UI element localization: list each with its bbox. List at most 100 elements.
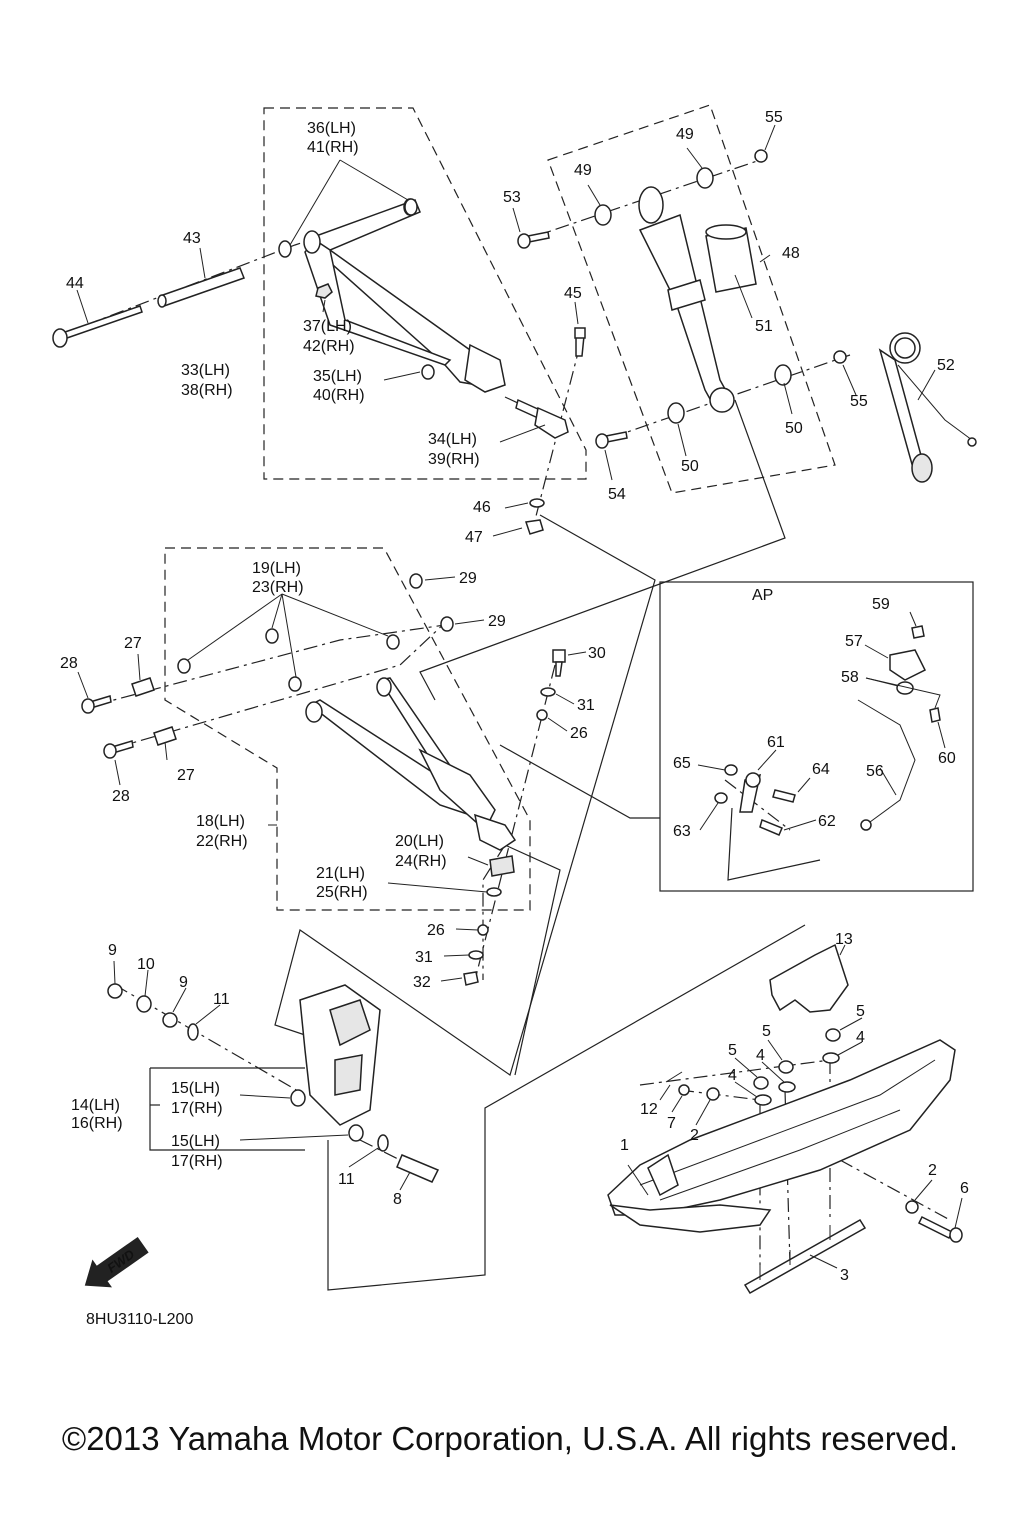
bushing-50-b bbox=[774, 364, 792, 386]
bushing-23-b bbox=[386, 634, 400, 650]
callout-16: 16(RH) bbox=[71, 1115, 123, 1132]
callout-46: 46 bbox=[473, 499, 491, 516]
washer-11-a bbox=[187, 1023, 199, 1041]
collar-7 bbox=[678, 1084, 690, 1096]
bolt-6 bbox=[917, 1215, 963, 1243]
callout-62: 62 bbox=[818, 813, 836, 830]
callout-42: 42(RH) bbox=[303, 338, 355, 355]
callout-5a: 5 bbox=[728, 1042, 737, 1059]
nut-47 bbox=[525, 519, 544, 535]
callout-65: 65 bbox=[673, 755, 691, 772]
callout-35: 35(LH) bbox=[313, 368, 362, 385]
bolt-30 bbox=[552, 649, 566, 677]
callout-49b: 49 bbox=[676, 126, 694, 143]
callout-48: 48 bbox=[782, 245, 800, 262]
callout-50b: 50 bbox=[785, 420, 803, 437]
callout-57: 57 bbox=[845, 633, 863, 650]
callout-26a: 26 bbox=[570, 725, 588, 742]
ap-link-61 bbox=[739, 772, 762, 813]
shaft-43 bbox=[157, 267, 245, 308]
collar-10 bbox=[136, 995, 152, 1013]
callout-18: 18(LH) bbox=[196, 813, 245, 830]
washer-21 bbox=[486, 887, 502, 897]
callout-10: 10 bbox=[137, 956, 155, 973]
bushing-29-a bbox=[409, 573, 423, 589]
callout-9a: 9 bbox=[108, 942, 117, 959]
callout-27a: 27 bbox=[124, 635, 142, 652]
callout-30: 30 bbox=[588, 645, 606, 662]
callout-4b: 4 bbox=[756, 1047, 765, 1064]
nut-5-b bbox=[778, 1060, 794, 1074]
callout-31a: 31 bbox=[577, 697, 595, 714]
bolt-28-a bbox=[81, 695, 112, 714]
callout-56: 56 bbox=[866, 763, 884, 780]
washer-4-b bbox=[778, 1081, 796, 1093]
shock-absorber bbox=[638, 186, 735, 413]
callout-17b: 17(RH) bbox=[171, 1153, 223, 1170]
bushing-9-b bbox=[162, 1012, 178, 1028]
callout-3: 3 bbox=[840, 1267, 849, 1284]
collar-2-b bbox=[905, 1200, 919, 1214]
callout-63: 63 bbox=[673, 823, 691, 840]
washer-46 bbox=[529, 498, 545, 508]
callout-28b: 28 bbox=[112, 788, 130, 805]
callout-45: 45 bbox=[564, 285, 582, 302]
lower-arm-group-box bbox=[164, 547, 531, 911]
bushing-20 bbox=[489, 855, 515, 877]
callout-11b: 11 bbox=[338, 1171, 355, 1188]
callout-31b: 31 bbox=[415, 949, 433, 966]
upper-a-arm bbox=[303, 198, 506, 393]
bushing-15-b bbox=[348, 1124, 364, 1142]
bumper-13 bbox=[769, 943, 849, 1013]
bushing-49-a bbox=[594, 204, 612, 226]
diagram-code: 8HU3110-L200 bbox=[86, 1311, 193, 1328]
ski-assembly-1 bbox=[607, 1039, 956, 1233]
callout-52: 52 bbox=[937, 357, 955, 374]
bushing-19-a bbox=[265, 628, 279, 644]
bushing-41 bbox=[404, 198, 418, 216]
bolt-28-b bbox=[103, 740, 134, 759]
callout-28a: 28 bbox=[60, 655, 78, 672]
callout-11a: 11 bbox=[213, 991, 230, 1008]
bushing-36 bbox=[278, 240, 292, 258]
collar-27-a bbox=[131, 677, 155, 697]
ap-inset-box bbox=[659, 581, 974, 892]
callout-58: 58 bbox=[841, 669, 859, 686]
callout-53: 53 bbox=[503, 189, 521, 206]
callout-9b: 9 bbox=[179, 974, 188, 991]
callout-49a: 49 bbox=[574, 162, 592, 179]
callout-36: 36(LH) bbox=[307, 120, 356, 137]
nut-37 bbox=[315, 283, 333, 299]
collar-26-a bbox=[536, 709, 548, 721]
ap-bolt-62 bbox=[759, 818, 783, 836]
ap-bolt-64 bbox=[772, 789, 796, 803]
callout-15b: 15(LH) bbox=[171, 1133, 220, 1150]
callout-39: 39(RH) bbox=[428, 451, 480, 468]
bolt-54 bbox=[595, 431, 628, 449]
wear-bar-3 bbox=[743, 1218, 867, 1295]
callout-8: 8 bbox=[393, 1191, 402, 1208]
ap-nut-65 bbox=[724, 764, 738, 776]
washer-35 bbox=[421, 364, 435, 380]
nut-55-a bbox=[754, 149, 768, 163]
callout-29a: 29 bbox=[459, 570, 477, 587]
callout-2a: 2 bbox=[690, 1127, 699, 1144]
callout-labels: 36(LH) 41(RH) 43 44 37(LH) 42(RH) 33(LH)… bbox=[60, 109, 969, 1284]
bushing-19-b bbox=[288, 676, 302, 692]
ap-bolt-60 bbox=[929, 707, 941, 723]
callout-40: 40(RH) bbox=[313, 387, 365, 404]
pin-8 bbox=[396, 1154, 440, 1183]
callout-43: 43 bbox=[183, 230, 201, 247]
collar-26-b bbox=[477, 924, 489, 936]
callout-37: 37(LH) bbox=[303, 318, 352, 335]
callout-61: 61 bbox=[767, 734, 785, 751]
reference-lines bbox=[149, 399, 821, 1291]
washer-4-c bbox=[822, 1052, 840, 1064]
callout-2b: 2 bbox=[928, 1162, 937, 1179]
callout-14: 14(LH) bbox=[71, 1097, 120, 1114]
callout-29b: 29 bbox=[488, 613, 506, 630]
callout-5c: 5 bbox=[856, 1003, 865, 1020]
callout-4a: 4 bbox=[728, 1067, 737, 1084]
callout-33: 33(LH) bbox=[181, 362, 230, 379]
